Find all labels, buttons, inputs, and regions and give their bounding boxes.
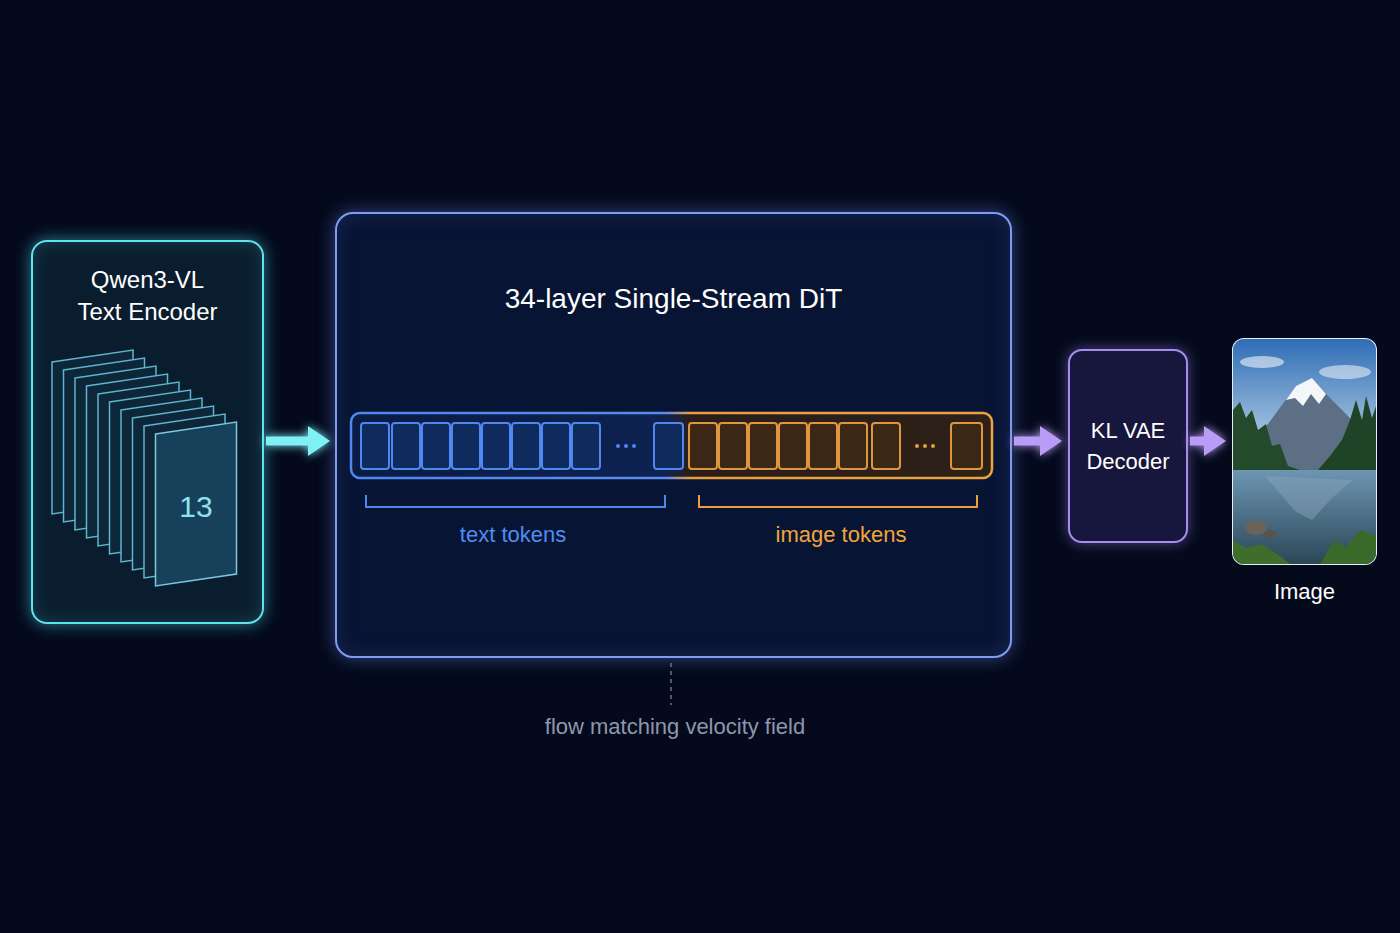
image-token	[719, 423, 747, 469]
decoder-box: KL VAE Decoder	[1068, 349, 1188, 543]
image-token	[779, 423, 807, 469]
text-token	[482, 423, 510, 469]
image-token	[749, 423, 777, 469]
grass	[1320, 530, 1376, 564]
text-token	[572, 423, 600, 469]
text-token-ellipsis	[616, 444, 636, 448]
text-token	[654, 423, 683, 469]
sky	[1233, 339, 1376, 474]
grass	[1233, 540, 1290, 564]
encoder-layer	[121, 398, 202, 562]
encoder-layer	[64, 358, 145, 522]
node-label: Image	[1232, 578, 1377, 606]
token-strip	[351, 413, 992, 478]
text-token	[452, 423, 480, 469]
cloud	[1240, 356, 1284, 368]
ellipsis-dot	[915, 444, 919, 448]
node-label: 34-layer Single-Stream DiT	[394, 214, 954, 316]
text-token	[512, 423, 540, 469]
image-token-cells	[689, 423, 982, 469]
annotation-leader	[670, 663, 672, 705]
node-label: KL VAE Decoder	[1076, 415, 1180, 477]
ellipsis-dot	[616, 444, 620, 448]
text-token	[542, 423, 570, 469]
node-label: Qwen3-VL Text Encoder	[63, 242, 233, 328]
image-token	[839, 423, 867, 469]
encoder-layer	[144, 414, 225, 578]
image-token-ellipsis	[915, 444, 935, 448]
annotation-text: flow matching velocity field	[545, 714, 805, 740]
image-token	[951, 423, 982, 469]
ellipsis-dot	[923, 444, 927, 448]
image-token-bracket	[699, 495, 977, 507]
mountain	[1233, 378, 1376, 472]
layer-stack	[52, 350, 237, 586]
text-token	[392, 423, 420, 469]
ellipsis-dot	[632, 444, 636, 448]
image-token	[689, 423, 717, 469]
encoder-layer	[98, 382, 179, 546]
forest	[1318, 396, 1376, 476]
ellipsis-dot	[931, 444, 935, 448]
mountain-snow	[1286, 378, 1326, 406]
text-token-bracket	[366, 495, 665, 507]
flow-arrow	[266, 437, 312, 446]
image-token	[809, 423, 837, 469]
flow-arrow	[1190, 437, 1208, 446]
mountain-reflection	[1265, 476, 1352, 520]
cloud	[1319, 365, 1371, 379]
image-frame	[1232, 338, 1377, 565]
text-token	[361, 423, 389, 469]
encoder-layer	[87, 374, 168, 538]
image-token	[872, 423, 900, 469]
rock	[1245, 521, 1267, 535]
ellipsis-dot	[624, 444, 628, 448]
text-token	[422, 423, 450, 469]
forest	[1233, 402, 1300, 476]
lake	[1233, 470, 1376, 564]
encoder-layer	[110, 390, 191, 554]
encoder-layer	[52, 350, 133, 514]
transformer-box: 34-layer Single-Stream DiT	[335, 212, 1012, 658]
generated-image	[1233, 339, 1376, 564]
encoder-layer	[133, 406, 214, 570]
image-output: Image	[1232, 338, 1377, 608]
encoder-box: Qwen3-VL Text Encoder	[31, 240, 264, 624]
text-token-cells	[361, 423, 683, 469]
encoder-layer	[156, 422, 237, 586]
flow-arrow	[1014, 437, 1044, 446]
rock	[1348, 539, 1372, 553]
encoder-layer	[75, 366, 156, 530]
rock	[1264, 530, 1276, 538]
